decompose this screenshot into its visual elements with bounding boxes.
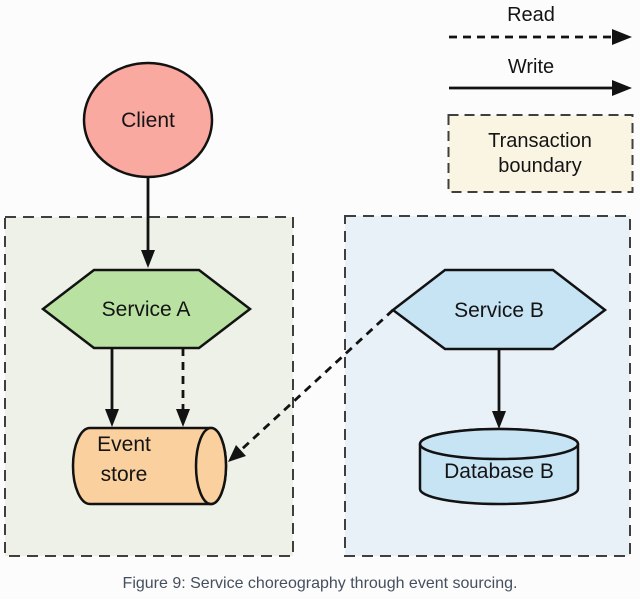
legend-transaction-label-line1: Transaction xyxy=(488,130,592,152)
legend-transaction-label-line2: boundary xyxy=(498,155,581,177)
event-store-label-line2: store xyxy=(101,463,148,486)
arrow-service-b-read-line xyxy=(241,308,394,451)
client-label: Client xyxy=(121,109,175,132)
arrow-service-b-to-database-b-head-icon xyxy=(492,411,506,429)
arrow-service-b-read-head-icon xyxy=(228,445,246,462)
event-store-label-line1: Event xyxy=(97,433,151,456)
database-b-cylinder-top xyxy=(418,427,580,461)
arrow-service-a-read-event-store xyxy=(176,348,190,427)
database-b-node: Database B xyxy=(418,427,580,506)
legend-read-label: Read xyxy=(507,4,555,26)
service-a-label: Service A xyxy=(102,298,191,321)
figure-caption: Figure 9: Service choreography through e… xyxy=(123,575,518,592)
arrow-service-b-read-event-store xyxy=(228,308,394,462)
service-a-node: Service A xyxy=(40,268,253,350)
service-b-node: Service B xyxy=(390,268,608,351)
event-store-cylinder-cap xyxy=(194,426,228,506)
legend-write-label: Write xyxy=(508,56,554,78)
legend: Read Write Transaction boundary xyxy=(447,4,634,193)
arrow-service-a-write-head-icon xyxy=(105,409,119,427)
client-node: Client xyxy=(82,61,214,179)
event-store-node: Event store xyxy=(71,426,228,506)
legend-read-arrowhead-icon xyxy=(612,29,632,45)
service-b-hexagon xyxy=(390,268,608,351)
arrow-service-a-write-event-store xyxy=(105,348,119,427)
service-b-label: Service B xyxy=(454,299,544,322)
arrow-client-to-service-a xyxy=(141,177,155,268)
arrow-client-to-service-a-head-icon xyxy=(141,250,155,268)
database-b-label: Database B xyxy=(444,460,554,483)
legend-transaction-boundary-box xyxy=(447,114,634,193)
arrow-service-a-read-head-icon xyxy=(176,409,190,427)
service-a-hexagon xyxy=(40,268,253,350)
arrow-service-b-to-database-b xyxy=(492,349,506,429)
legend-write-arrowhead-icon xyxy=(612,80,632,96)
